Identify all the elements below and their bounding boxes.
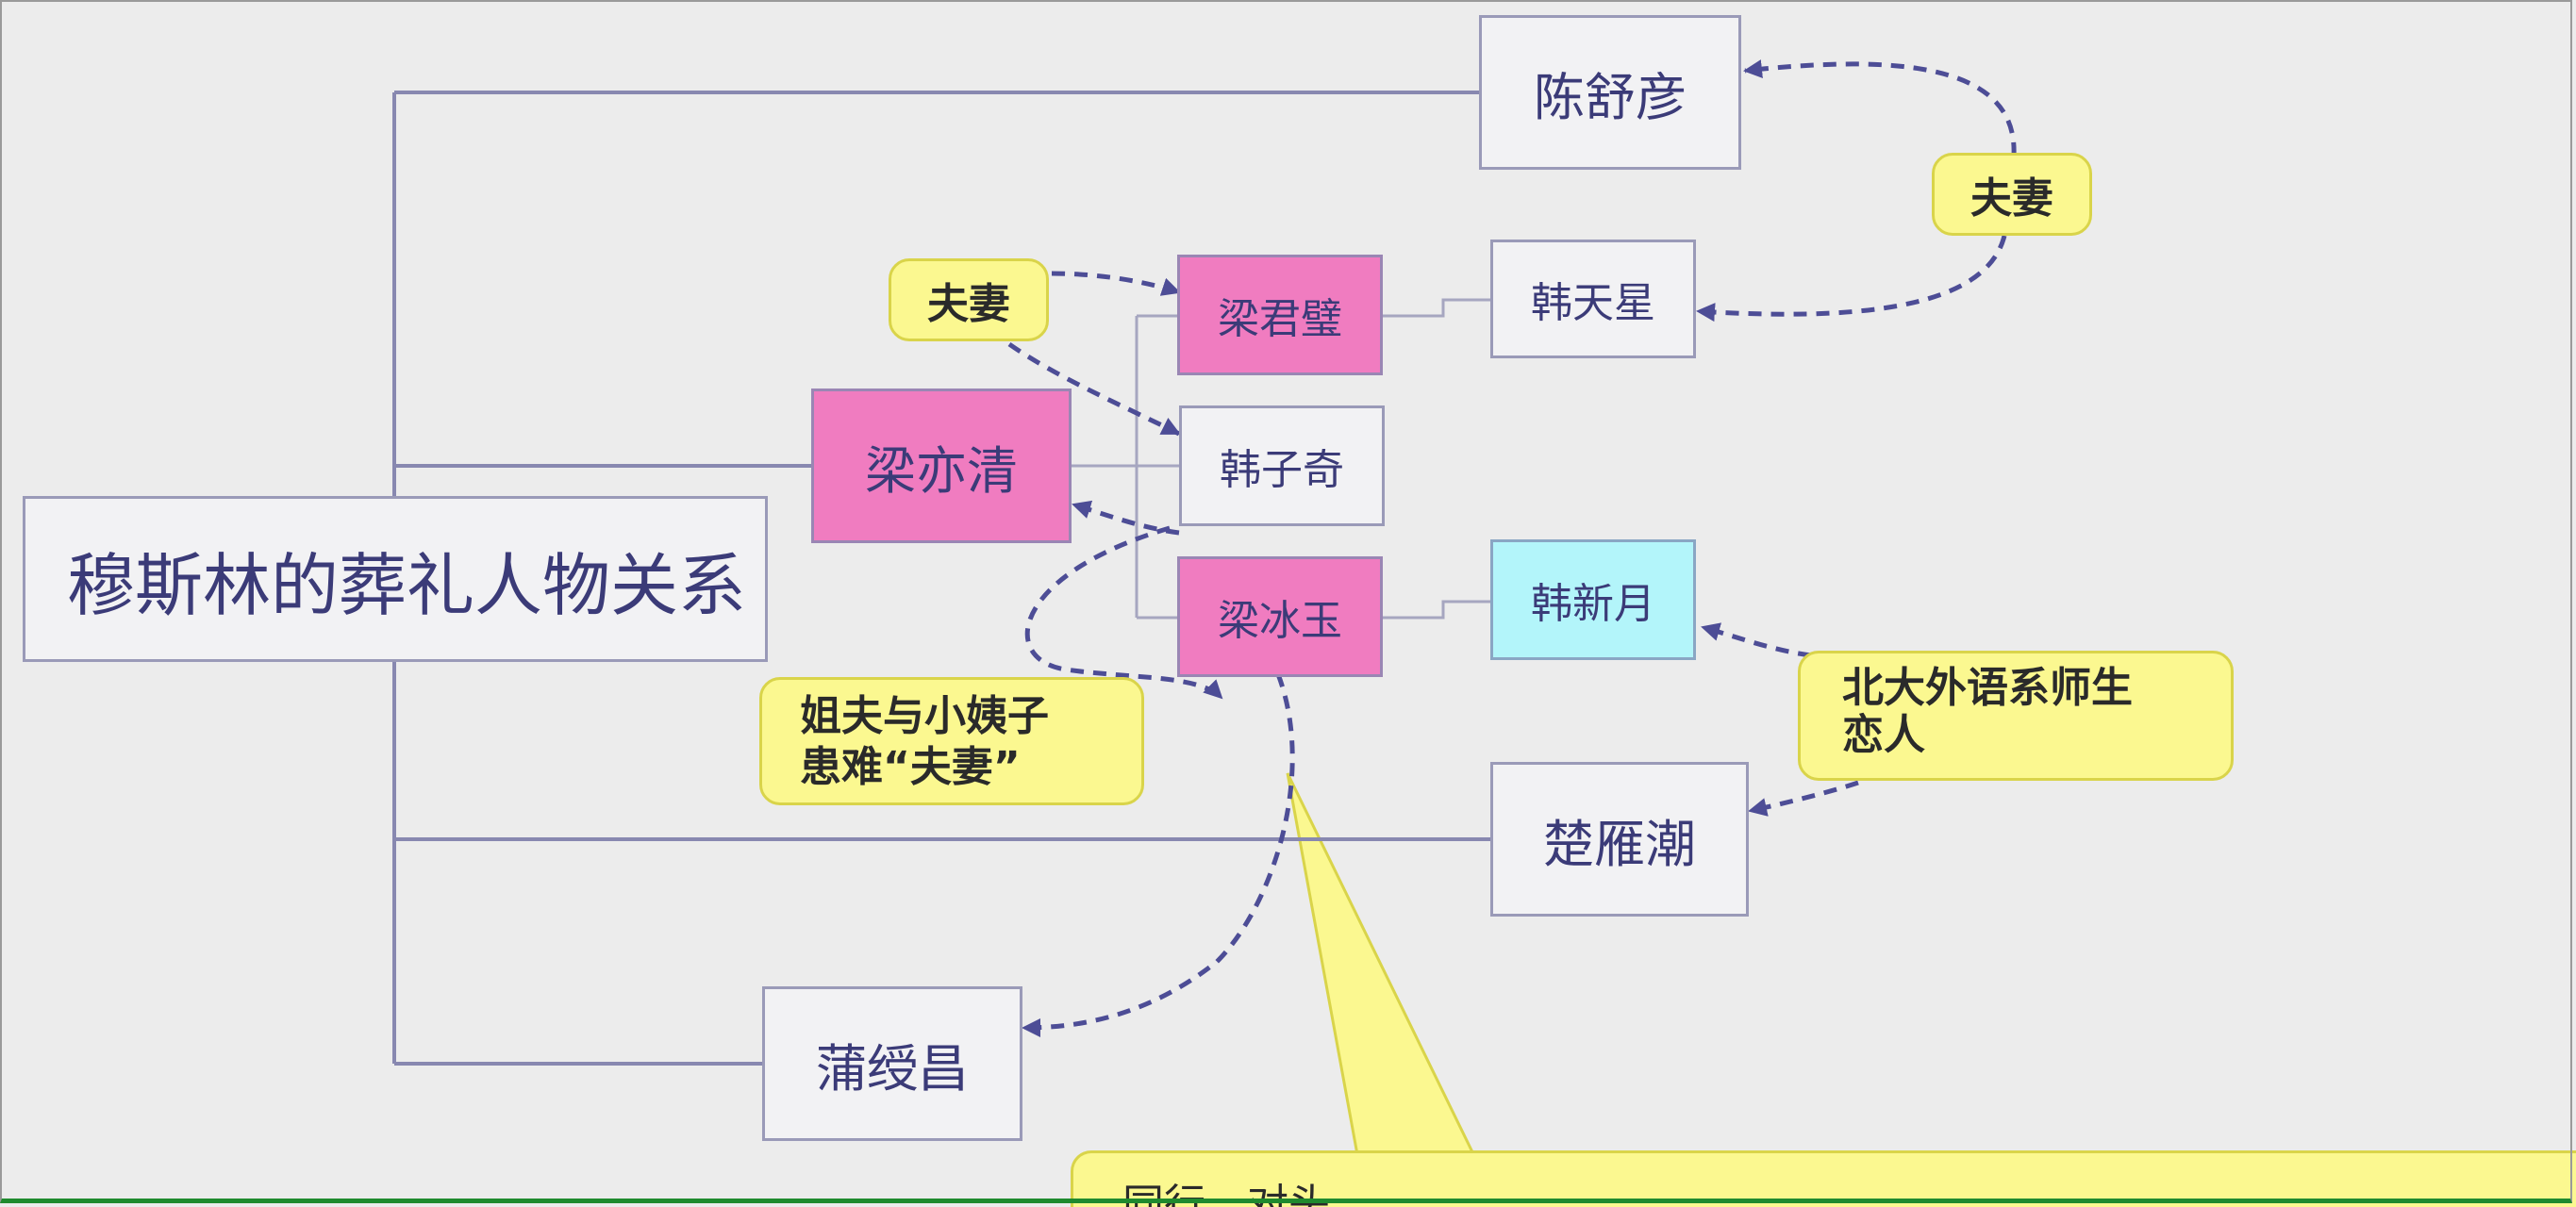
node-han-tianxing-label: 韩天星 <box>1531 279 1655 327</box>
note-teacher-student-line2: 恋人 <box>1842 711 1925 759</box>
arrow-couple-to-han-ziqi <box>1007 341 1181 437</box>
node-han-ziqi: 韩子奇 <box>1179 405 1385 526</box>
node-pu-shouchang: 蒲绶昌 <box>762 986 1022 1141</box>
branch-han-tianxing <box>1382 298 1490 318</box>
branch-liang-children <box>1070 314 1179 620</box>
node-han-xinyue-label: 韩新月 <box>1531 580 1655 628</box>
node-chu-yanchao: 楚雁潮 <box>1490 762 1749 917</box>
node-liang-yiqing: 梁亦清 <box>811 389 1072 543</box>
peers-note-pointer <box>1286 772 1479 1162</box>
note-teacher-student: 北大外语系师生 恋人 <box>1798 651 2234 781</box>
node-chu-yanchao-label: 楚雁潮 <box>1543 814 1696 874</box>
arrow-couple-to-chen-shuyan <box>1743 59 2017 157</box>
note-couple-top-right: 夫妻 <box>1932 153 2092 236</box>
note-sister-in-law-line2: 患难“夫妻” <box>800 743 1021 791</box>
node-liang-yiqing-label: 梁亦清 <box>865 440 1018 501</box>
node-pu-shouchang-label: 蒲绶昌 <box>816 1038 969 1099</box>
note-peers-text: 同行，对头 <box>1122 1181 1330 1207</box>
arrow-sisterinlaw-loop <box>1024 525 1223 700</box>
note-couple-top-left: 夫妻 <box>889 258 1049 341</box>
node-han-ziqi-label: 韩子奇 <box>1220 446 1344 494</box>
note-couple-top-right-text: 夫妻 <box>1970 174 2053 223</box>
arrow-lovers-to-chu-yanchao <box>1748 780 1859 817</box>
node-chen-shuyan-label: 陈舒彦 <box>1534 67 1687 127</box>
note-sister-in-law-line1: 姐夫与小姨子 <box>800 692 1049 740</box>
diagram-title-text: 穆斯林的葬礼人物关系 <box>67 545 747 625</box>
node-liang-junbi: 梁君璧 <box>1177 255 1383 375</box>
node-liang-bingyu: 梁冰玉 <box>1177 556 1383 677</box>
note-peers: 同行，对头 <box>1071 1150 2576 1207</box>
node-chen-shuyan: 陈舒彦 <box>1479 15 1741 170</box>
arrow-liang-bingyu-to-pu-shouchang <box>1022 673 1295 1037</box>
arrow-couple-to-han-tianxing <box>1696 235 2007 322</box>
arrow-lovers-to-han-xinyue <box>1701 622 1812 658</box>
note-sister-in-law: 姐夫与小姨子 患难“夫妻” <box>759 677 1144 805</box>
node-liang-bingyu-label: 梁冰玉 <box>1218 597 1342 645</box>
branch-han-xinyue <box>1382 600 1490 620</box>
node-han-tianxing: 韩天星 <box>1490 240 1696 358</box>
note-teacher-student-line1: 北大外语系师生 <box>1842 664 2133 712</box>
node-liang-junbi-label: 梁君璧 <box>1218 295 1342 343</box>
note-couple-top-left-text: 夫妻 <box>927 280 1010 328</box>
diagram-title: 穆斯林的葬礼人物关系 <box>23 496 768 662</box>
arrow-couple-to-liang-junbi <box>1051 271 1181 296</box>
node-han-xinyue: 韩新月 <box>1490 539 1696 660</box>
